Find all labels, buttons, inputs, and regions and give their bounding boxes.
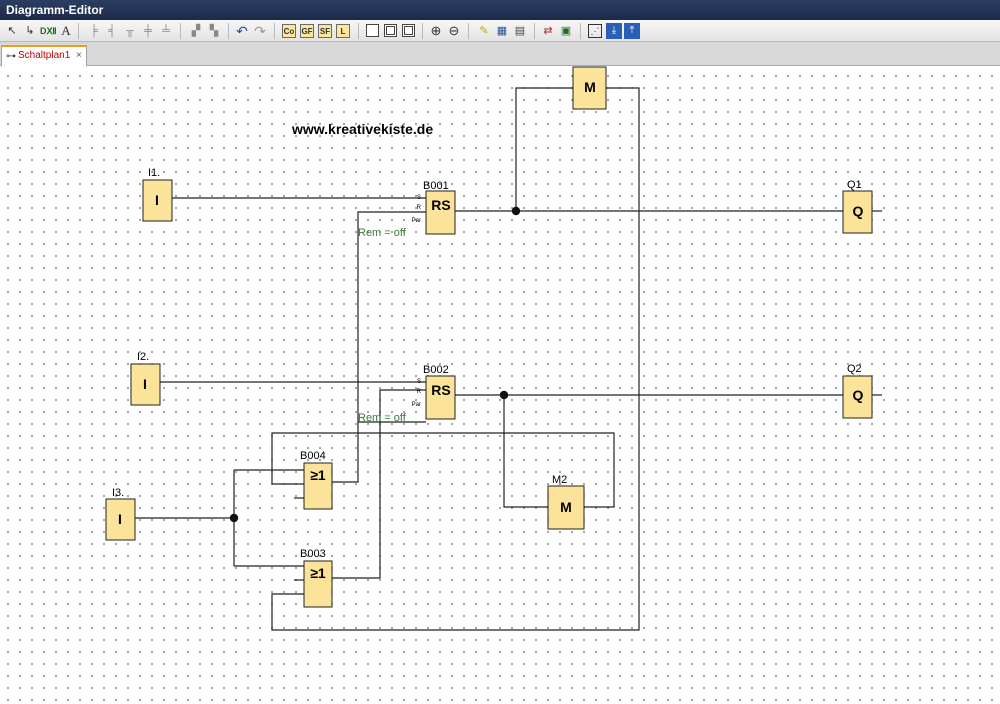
block-symbol: M [560,499,572,515]
redo-icon[interactable]: ↷ [254,23,266,39]
align-left-icon[interactable]: ╞ [90,25,98,37]
block-label: B002 [423,364,449,376]
block-label: I2. [137,351,149,363]
distribute-h-icon[interactable]: ▞ [191,25,201,37]
align-top-icon[interactable]: ╥ [126,25,134,37]
block-symbol: RS [431,382,450,398]
dotted-select-icon[interactable]: ⋰ [588,24,602,38]
undo-icon[interactable]: ↶ [236,23,248,39]
block-i3[interactable]: I I3. [105,487,136,541]
block-label: M2 [552,474,567,486]
block-parameter: Rem = off [358,227,407,239]
text-tool-icon[interactable]: A [61,23,71,38]
toolbar: ↖ ↳ DⅫ A ╞ ╡ ╥ ╪ ╧ ▞ ▚ ↶ ↷ Co GF SF L ⊕ … [0,20,1000,42]
block-symbol: I [118,511,122,527]
pin-s: S [417,379,421,385]
simulation-icon[interactable]: ⇄ [543,25,553,37]
block-label: Q1 [847,179,862,191]
zoom-in-icon[interactable]: ⊕ [430,23,442,38]
block-symbol: RS [431,197,450,213]
highlight-icon[interactable]: ✎ [479,25,489,37]
block-label: B004 [300,450,326,462]
grid-icon[interactable]: ▦ [496,25,508,37]
constant-icon[interactable]: DⅫ [40,26,57,36]
block-symbol: I [155,192,159,208]
block-b003[interactable]: ≥1 B003 [300,548,333,608]
split-frame-icon[interactable] [384,24,397,37]
junction-dot [511,206,521,216]
block-symbol: Q [853,203,864,219]
block-symbol: I [143,376,147,392]
pin-par: Par [412,402,421,408]
download-icon[interactable]: ⤓ [606,23,622,39]
watermark-url: www.kreativekiste.de [291,121,433,137]
block-parameter: Rem = off [358,412,407,424]
tab-schaltplan1[interactable]: ⊶ Schaltplan1 × [1,45,87,66]
close-icon[interactable]: × [76,50,82,61]
align-bottom-icon[interactable]: ╧ [162,25,170,37]
block-symbol: ≥1 [310,467,326,483]
block-q1[interactable]: Q Q1 [842,179,873,234]
block-m2[interactable]: M M2 [547,474,585,530]
align-middle-icon[interactable]: ╪ [144,25,152,37]
upload-icon[interactable]: ⤒ [624,23,640,39]
junction-dot [499,390,509,400]
block-symbol: ≥1 [310,565,326,581]
tab-label: Schaltplan1 [18,50,71,61]
select-arrow-icon[interactable]: ↖ [7,25,17,37]
block-label: I1. [148,167,160,179]
pin-s: S [417,195,421,201]
block-label: B003 [300,548,326,560]
block-m[interactable]: M [572,66,607,110]
block-i1[interactable]: I I1. [142,167,173,222]
connect-icon[interactable]: ↳ [25,25,35,37]
tab-strip: ⊶ Schaltplan1 × [0,42,1000,66]
properties-icon[interactable]: ▤ [514,25,526,37]
junctions [229,206,521,523]
block-i2[interactable]: I I2. [130,351,161,406]
block-label: B001 [423,180,449,192]
distribute-v-icon[interactable]: ▚ [209,25,219,37]
junction-dot [229,513,239,523]
zoom-out-icon[interactable]: ⊖ [448,23,460,38]
block-b001[interactable]: RS B001 S R Par Rem = off [358,180,456,239]
online-test-icon[interactable]: ▣ [560,25,572,37]
block-symbol: M [584,79,596,95]
block-label: I3. [112,487,124,499]
diagram-canvas[interactable]: www.kreativekiste.de I I1. I I2. I I3. R… [0,66,1000,704]
triple-frame-icon[interactable] [402,24,415,37]
l-button[interactable]: L [336,24,350,38]
sf-button[interactable]: SF [318,24,332,38]
block-b002[interactable]: RS B002 S R Par Rem = off [358,364,456,424]
circuit-diagram: www.kreativekiste.de I I1. I I2. I I3. R… [105,66,882,631]
pin-par: Par [412,218,421,224]
block-b004[interactable]: ≥1 B004 [300,450,333,510]
co-button[interactable]: Co [282,24,296,38]
diagram-icon: ⊶ [6,51,16,62]
block-symbol: Q [853,387,864,403]
pin-r: R [417,205,422,211]
gf-button[interactable]: GF [300,24,314,38]
block-label: Q2 [847,363,862,375]
block-q2[interactable]: Q Q2 [842,363,873,419]
align-right-icon[interactable]: ╡ [108,25,116,37]
single-frame-icon[interactable] [366,24,379,37]
window-title: Diagramm-Editor [0,0,1000,20]
wires [135,87,882,631]
pin-r: R [417,389,422,395]
